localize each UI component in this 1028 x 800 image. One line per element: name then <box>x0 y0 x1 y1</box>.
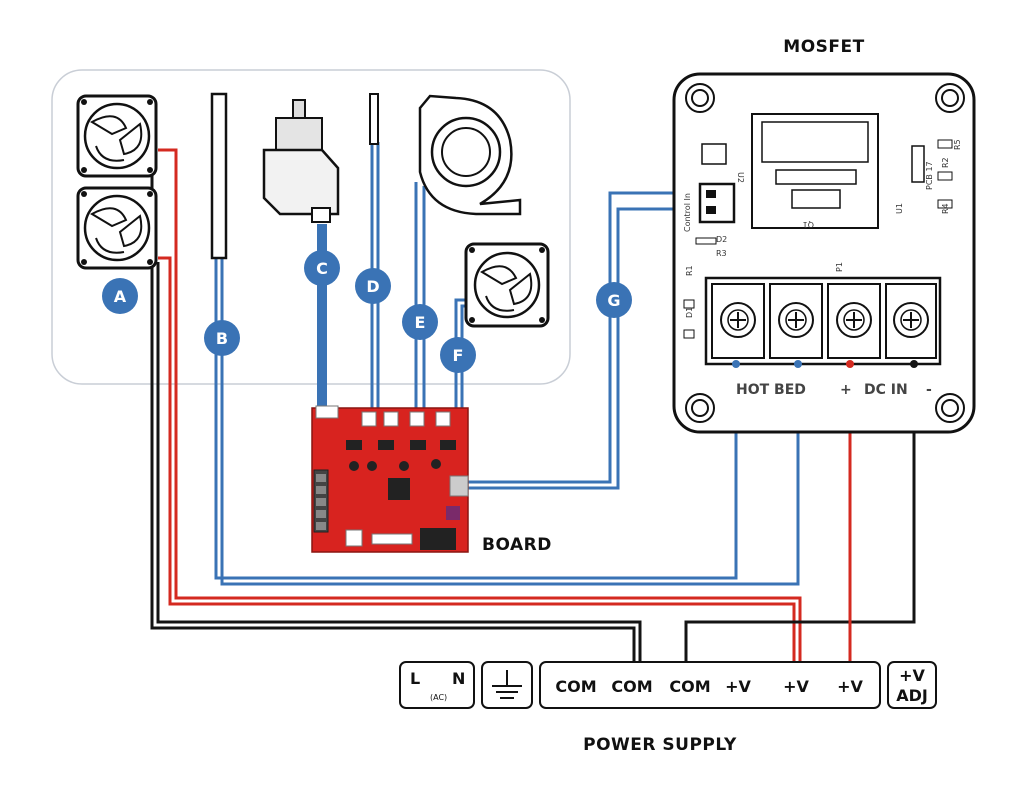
r5-label: R5 <box>953 139 962 150</box>
d2-label: D2 <box>716 235 727 244</box>
terminal-screw-2 <box>769 283 823 359</box>
pcb17-label: PCB 17 <box>925 161 934 190</box>
thermistor <box>369 93 379 145</box>
blower-fan <box>418 94 522 216</box>
terminal-strip <box>539 661 881 709</box>
terminal-com-1: COM <box>555 677 596 696</box>
badge-d: D <box>355 268 391 304</box>
dc-in-label: DC IN <box>864 382 908 398</box>
mosfet-module: HOT BED + DC IN - Control In U2 D2 R3 R1… <box>672 72 976 434</box>
power-supply-label: POWER SUPPLY <box>583 735 737 755</box>
p1-label: P1 <box>835 262 844 272</box>
black-wire-dc-in <box>684 364 916 676</box>
terminal-v-2: +V <box>783 677 809 696</box>
svg-text:B: B <box>216 329 228 348</box>
minus-label: - <box>926 382 932 398</box>
terminal-com-2: COM <box>611 677 652 696</box>
svg-text:G: G <box>607 291 620 310</box>
mosfet-label: MOSFET <box>783 37 864 57</box>
terminal-com-3: COM <box>669 677 710 696</box>
terminal-v-1: +V <box>725 677 751 696</box>
ac-n-label: N <box>452 669 465 688</box>
adj-top-label: +V <box>899 666 925 685</box>
badge-f: F <box>440 337 476 373</box>
black-wire-fan-top <box>150 150 636 676</box>
badge-a: A <box>102 278 138 314</box>
badge-g: G <box>596 282 632 318</box>
adj-bottom-label: ADJ <box>896 686 928 705</box>
ac-input-box <box>399 661 475 709</box>
plus-label: + <box>840 382 852 398</box>
control-board <box>311 405 469 553</box>
small-fan <box>464 242 550 328</box>
svg-text:C: C <box>316 259 328 278</box>
red-wire-fan-bottom <box>158 256 796 676</box>
terminal-screw-4 <box>885 283 937 359</box>
terminal-screw-3 <box>827 283 881 359</box>
blue-wire-hotbed-2 <box>220 258 800 586</box>
fan-bottom <box>76 186 158 270</box>
ac-sub-label: (AC) <box>430 693 447 702</box>
terminal-screw-1 <box>711 283 765 359</box>
d1-label: D1 <box>685 307 694 318</box>
q1-label: Q1 <box>803 220 814 229</box>
blue-wire-g <box>468 191 700 484</box>
badge-e: E <box>402 304 438 340</box>
ac-l-label: L <box>410 669 420 688</box>
board-label: BOARD <box>482 535 552 555</box>
terminal-v-3: +V <box>837 677 863 696</box>
r1-label: R1 <box>685 265 694 276</box>
badge-c: C <box>304 250 340 286</box>
fan-top <box>76 94 158 178</box>
r2-label: R2 <box>941 157 950 168</box>
svg-text:A: A <box>114 287 127 306</box>
control-in-label: Control In <box>683 193 692 232</box>
power-supply: L N (AC) COM COM COM +V +V +V +V ADJ <box>399 661 937 709</box>
stepper-motor <box>262 99 340 223</box>
ground-icon <box>492 670 522 699</box>
red-wire-fan-top <box>158 148 802 676</box>
u1-label: U1 <box>895 203 904 214</box>
r4-label: R4 <box>941 203 950 214</box>
svg-text:E: E <box>415 313 426 332</box>
u2-label: U2 <box>736 172 745 183</box>
hot-bed-label: HOT BED <box>736 382 806 398</box>
black-wire-fan-bottom <box>156 262 642 676</box>
svg-text:F: F <box>453 346 464 365</box>
blue-wire-hotbed-1 <box>214 258 738 580</box>
svg-text:D: D <box>366 277 379 296</box>
heater-rod <box>210 92 228 260</box>
r3-label: R3 <box>716 249 727 258</box>
badge-b: B <box>204 320 240 356</box>
adj-box <box>887 661 937 709</box>
